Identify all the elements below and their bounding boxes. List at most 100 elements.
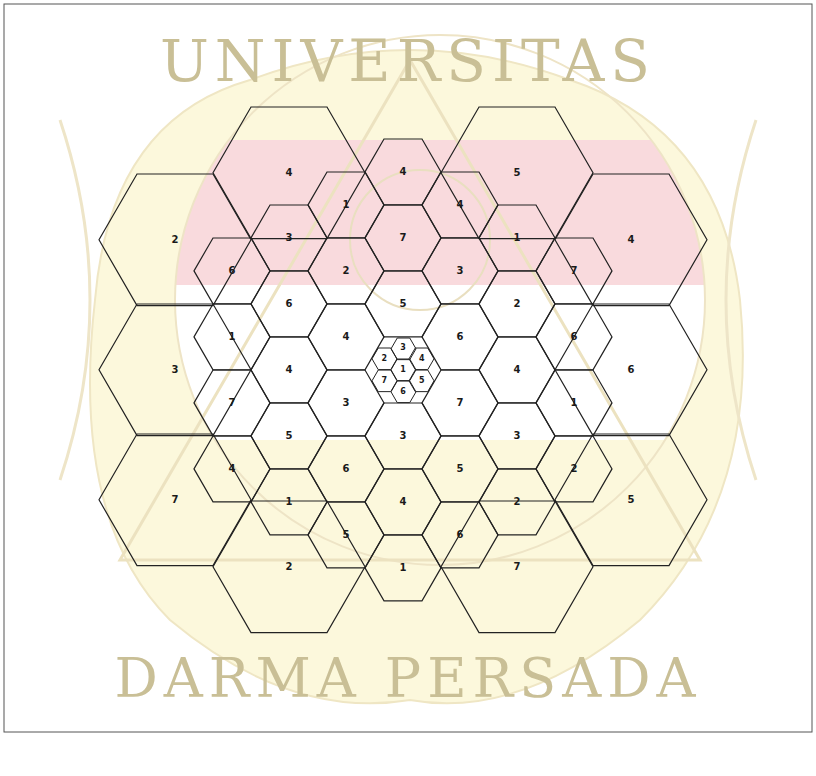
- cell-number: 2: [381, 355, 387, 363]
- cell-hexagon: 2: [372, 348, 397, 370]
- cell-hexagon: 3: [308, 370, 384, 436]
- cell-hexagon: 7: [422, 370, 498, 436]
- cell-hexagon: 4: [422, 172, 498, 238]
- hexagon-outline: [365, 271, 441, 337]
- cell-number: 6: [457, 332, 464, 342]
- cell-hexagon: 6: [308, 436, 384, 502]
- hexagon-outline: [372, 348, 397, 370]
- cell-hexagon: 3: [479, 403, 555, 469]
- hexagon-outline: [99, 434, 251, 566]
- hexagon-outline: [365, 205, 441, 271]
- cell-hexagon: 4: [479, 337, 555, 403]
- cell-number: 1: [400, 563, 407, 573]
- cell-number: 4: [286, 365, 293, 375]
- cell-number: 7: [571, 266, 578, 276]
- cell-hexagon: 5: [308, 502, 384, 568]
- hexagon-outline: [441, 501, 593, 633]
- cell-number: 7: [457, 398, 464, 408]
- cell-number: 6: [400, 388, 406, 396]
- cell-hexagon: 1: [391, 359, 416, 381]
- cell-number: 4: [514, 365, 521, 375]
- cell-number: 4: [229, 464, 236, 474]
- cell-number: 1: [400, 366, 406, 374]
- hexagon-outline: [308, 502, 384, 568]
- cell-hexagon: 6: [422, 502, 498, 568]
- hexagon-outline: [308, 370, 384, 436]
- cell-number: 6: [229, 266, 236, 276]
- cell-number: 2: [172, 235, 179, 245]
- cell-number: 3: [400, 344, 406, 352]
- cell-hexagon: 1: [194, 304, 270, 370]
- cell-hexagon: 7: [441, 501, 593, 633]
- cell-number: 5: [419, 377, 425, 385]
- cell-hexagon: 1: [308, 172, 384, 238]
- cell-number: 5: [343, 530, 350, 540]
- cell-number: 1: [286, 497, 293, 507]
- hexagon-outline: [365, 403, 441, 469]
- cell-number: 1: [571, 398, 578, 408]
- cell-number: 2: [286, 562, 293, 572]
- cell-number: 2: [514, 497, 521, 507]
- cell-hexagon: 5: [555, 434, 707, 566]
- cell-hexagon: 5: [251, 403, 327, 469]
- hexagon-outline: [479, 205, 555, 271]
- cell-hexagon: 7: [194, 370, 270, 436]
- cell-hexagon: 3: [251, 205, 327, 271]
- cell-number: 4: [343, 332, 350, 342]
- hexagon-outline: [213, 501, 365, 633]
- cell-hexagon: 2: [99, 174, 251, 306]
- hexagon-outline: [308, 238, 384, 304]
- cell-number: 5: [514, 168, 521, 178]
- cell-number: 3: [172, 365, 179, 375]
- cell-number: 4: [400, 497, 407, 507]
- cell-number: 6: [628, 365, 635, 375]
- cell-number: 3: [286, 233, 293, 243]
- cell-hexagon: 6: [251, 271, 327, 337]
- hexagon-outline: [365, 535, 441, 601]
- cell-hexagon: 3: [365, 403, 441, 469]
- hexagon-outline: [422, 370, 498, 436]
- hexagon-outline: [422, 238, 498, 304]
- cell-hexagon: 6: [536, 304, 612, 370]
- hexagon-outline: [536, 304, 612, 370]
- cell-number: 5: [400, 299, 407, 309]
- cell-hexagon: 2: [536, 436, 612, 502]
- cell-hexagon: 7: [536, 238, 612, 304]
- cell-number: 4: [400, 167, 407, 177]
- cell-number: 4: [286, 168, 293, 178]
- hexagon-outline: [409, 348, 434, 370]
- cell-number: 4: [457, 200, 464, 210]
- cell-number: 2: [343, 266, 350, 276]
- cell-number: 6: [343, 464, 350, 474]
- cell-number: 3: [514, 431, 521, 441]
- cell-number: 7: [229, 398, 236, 408]
- cell-hexagon: 6: [391, 381, 416, 403]
- hexagon-outline: [194, 304, 270, 370]
- hexagon-outline: [194, 238, 270, 304]
- cell-hexagon: 4: [213, 107, 365, 239]
- cell-number: 7: [514, 562, 521, 572]
- cell-hexagon: 4: [251, 337, 327, 403]
- cell-hexagon: 3: [391, 338, 416, 360]
- hexagon-outline: [536, 370, 612, 436]
- hexagon-outline: [479, 403, 555, 469]
- hexagon-outline: [422, 436, 498, 502]
- cell-number: 1: [343, 200, 350, 210]
- hexagon-outline: [99, 174, 251, 306]
- cell-hexagon: 7: [365, 205, 441, 271]
- hexagon-outline: [391, 381, 416, 403]
- hexagon-outline: [251, 205, 327, 271]
- cell-number: 3: [457, 266, 464, 276]
- cell-hexagon: 1: [536, 370, 612, 436]
- watermark-text: DARMA PERSADA: [114, 652, 701, 706]
- hexagon-outline: [479, 337, 555, 403]
- cell-number: 4: [419, 355, 425, 363]
- hexagon-outline: [251, 271, 327, 337]
- watermark-text: UNIVERSITAS: [160, 32, 656, 90]
- hexagon-outline: [251, 337, 327, 403]
- cell-hexagon: 4: [365, 139, 441, 205]
- cell-hexagon: 5: [422, 436, 498, 502]
- hexagon-outline: [391, 359, 416, 381]
- hexagon-outline: [422, 172, 498, 238]
- cell-number: 5: [457, 464, 464, 474]
